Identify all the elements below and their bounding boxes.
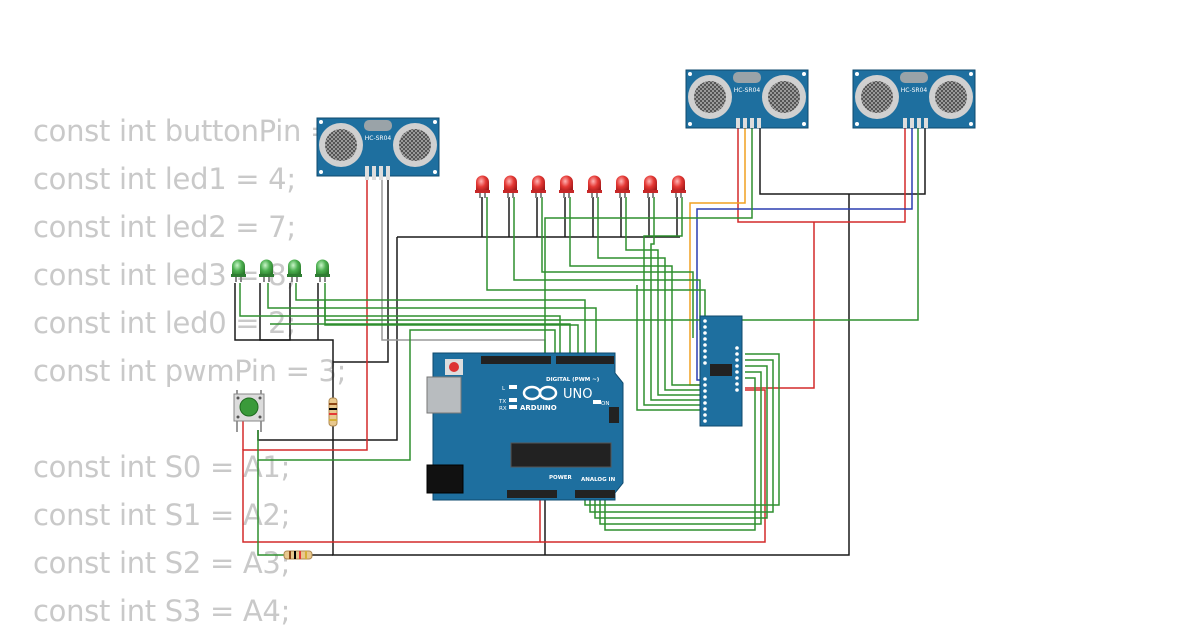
analog-multiplexer xyxy=(699,315,743,427)
arduino-uno-board: UNO ARDUINO DIGITAL (PWM ~) ANALOG IN PO… xyxy=(426,352,624,501)
green-led xyxy=(231,259,246,282)
ultrasonic-sensor-2: HC-SR04 xyxy=(685,69,809,129)
reset-button[interactable] xyxy=(449,362,459,372)
rx-label: RX xyxy=(499,406,507,412)
wires xyxy=(234,125,926,556)
wire-gnd-green-leds xyxy=(259,283,291,341)
digital-label: DIGITAL (PWM ~) xyxy=(546,377,600,383)
green-led xyxy=(315,259,330,282)
red-led xyxy=(615,175,630,198)
push-button[interactable] xyxy=(233,390,265,432)
red-led xyxy=(643,175,658,198)
board-model: UNO xyxy=(563,387,592,402)
red-led xyxy=(587,175,602,198)
sensor-label: HC-SR04 xyxy=(901,87,928,94)
arduino-logo xyxy=(522,385,558,401)
green-led xyxy=(287,259,302,282)
code-line: const int led3 = 8; xyxy=(33,258,296,292)
green-led xyxy=(259,259,274,282)
green-led-row xyxy=(231,259,330,282)
board-brand: ARDUINO xyxy=(520,404,557,412)
wire-button-resistor xyxy=(257,460,285,556)
code-line: const int led1 = 4; xyxy=(33,162,296,196)
wire-gnd-left-sensor xyxy=(333,180,389,363)
wire-button-signal xyxy=(257,329,556,461)
on-label: ON xyxy=(601,401,609,407)
code-line: const int S1 = A2; xyxy=(33,498,291,532)
red-led xyxy=(559,175,574,198)
red-led xyxy=(475,175,490,198)
power-jack xyxy=(426,464,464,494)
code-line: const int led0 = 2; xyxy=(33,306,296,340)
red-led xyxy=(671,175,686,198)
code-line: const int S2 = A3; xyxy=(33,546,291,580)
sensor-label: HC-SR04 xyxy=(734,87,761,94)
wire-gnd-bus xyxy=(234,194,850,556)
code-line: const int S3 = A4; xyxy=(33,594,291,628)
code-line: const int S0 = A1; xyxy=(33,450,291,484)
tx-label: TX xyxy=(498,399,506,405)
wire-5v-sensor-mux xyxy=(745,222,815,389)
analog-label: ANALOG IN xyxy=(581,477,616,483)
code-line: const int buttonPin = 2; xyxy=(33,114,371,148)
ultrasonic-sensor-1: HC-SR04 xyxy=(316,117,440,180)
wire-5v-bus xyxy=(242,180,541,543)
code-line: const int pwmPin = 3; xyxy=(33,354,347,388)
resistor-vertical xyxy=(328,397,338,427)
wire-gnd-sensor2 xyxy=(759,125,926,195)
wire-echo-left-sensor xyxy=(381,180,546,355)
red-led xyxy=(531,175,546,198)
wire-5v-sensors xyxy=(737,125,906,223)
l-label: L xyxy=(502,386,506,392)
sensor-label: HC-SR04 xyxy=(365,135,392,142)
red-led-row xyxy=(475,175,686,198)
code-line: const int led2 = 7; xyxy=(33,210,296,244)
power-label: POWER xyxy=(549,475,573,481)
usb-port xyxy=(426,376,462,414)
red-led xyxy=(503,175,518,198)
resistor-horizontal xyxy=(283,550,313,560)
ultrasonic-sensor-3: HC-SR04 xyxy=(852,69,976,129)
